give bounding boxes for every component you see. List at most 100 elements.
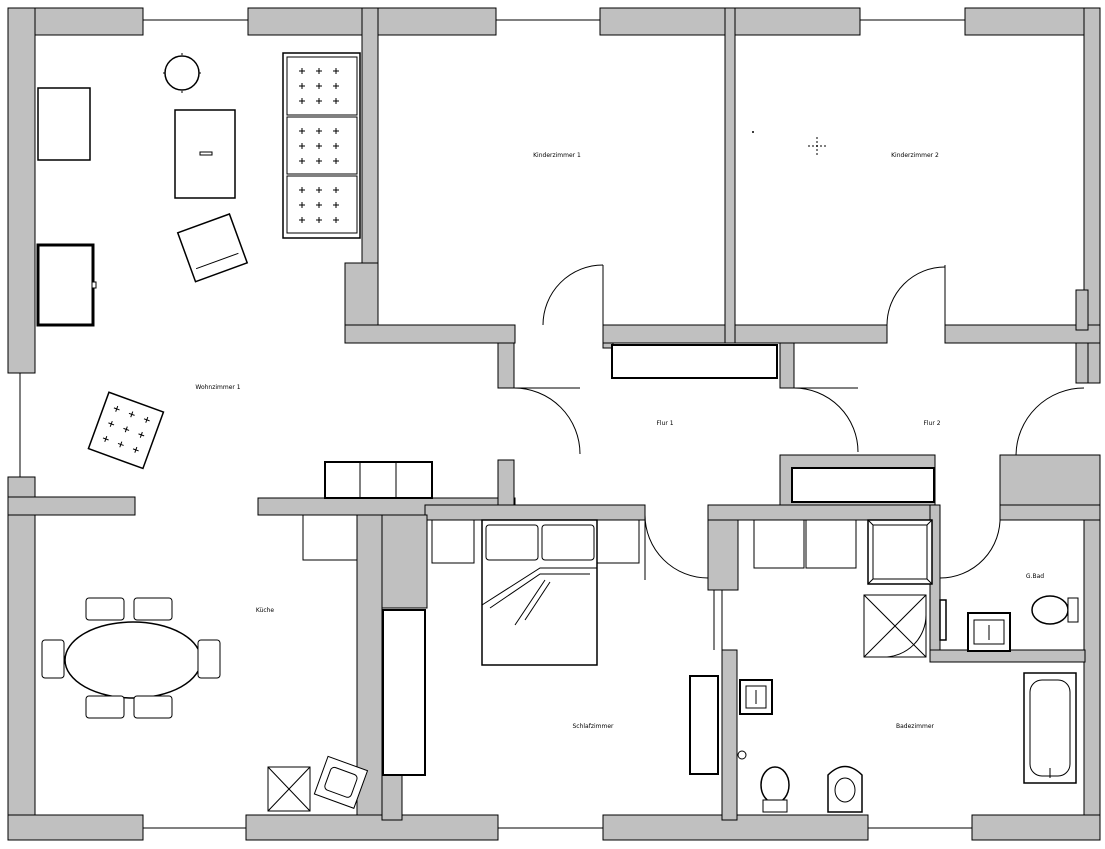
gbad-sink-icon [967,612,1011,652]
cushion-mark [299,83,305,89]
cushion-mark [316,128,322,134]
wardrobe-2 [596,519,640,564]
wall-right-upper [1083,7,1101,384]
kitchen-sink [313,755,369,809]
cushion-mark [333,83,339,89]
bathtub-icon [1023,672,1077,784]
wall-stub-3 [779,342,795,389]
door-right[interactable] [1015,387,1085,456]
bad-shelf [939,599,947,641]
flur2-cabinet [791,467,935,503]
cushion-mark [333,128,339,134]
double-bed [481,519,598,666]
cushion-mark [132,446,139,453]
bidet-icon [827,765,863,813]
cursor-mark [752,131,826,155]
door-schlafzimmer[interactable] [644,514,709,580]
bad-cabinet-1 [753,519,805,569]
label-flur2: Flur 2 [923,420,940,427]
cushion-mark [299,187,305,193]
cushion-mark [333,217,339,223]
cushion-mark [316,158,322,164]
room-labels: Wohnzimmer 1 Kinderzimmer 1 Kinderzimmer… [195,152,1044,730]
cushion-mark [299,68,305,74]
cushion-mark [117,441,124,448]
door-flur2[interactable] [793,387,859,453]
door-flur1[interactable] [513,387,581,455]
label-kinderzimmer1: Kinderzimmer 1 [533,152,581,159]
wall-gbad-top [999,504,1101,521]
cushion-mark [128,411,135,418]
wohnzimmer-furniture [36,52,361,470]
wall-wz-kz1 [361,7,379,264]
armchair-1 [176,213,249,283]
shower-icon [867,519,933,585]
cushion-mark [316,217,322,223]
kitchen-counter-long [382,609,426,776]
cushion-mark [299,217,305,223]
wall-kz2-corner [1075,289,1089,331]
wall-bottom-4 [971,814,1101,841]
doors [513,264,1085,650]
cushion-mark [113,405,120,412]
label-flur1: Flur 1 [656,420,673,427]
cushion-mark [143,416,150,423]
cushion-mark [102,435,109,442]
cushion-mark [333,68,339,74]
kitchen-cabinet [302,514,358,561]
cushion-mark [333,143,339,149]
wall-left-lower [7,476,36,841]
cushion-mark [333,158,339,164]
door-gbad[interactable] [939,514,1001,580]
armchair-2 [87,391,165,470]
cushion-mark [123,426,130,433]
label-kueche: Küche [256,607,275,614]
gbad-furniture [940,595,1079,663]
flur1-cabinet [611,344,778,379]
cushion-mark [299,128,305,134]
wall-stub-4 [1075,342,1089,384]
wall-kz2-bottom-right [944,324,1101,344]
wall-kz2-bottom-left [734,324,888,344]
cushion-mark [299,202,305,208]
wall-stub-1 [497,342,515,389]
cushion-mark [333,202,339,208]
outer-walls [7,7,1101,841]
wall-flur2-right [999,454,1101,506]
kueche-furniture [41,461,433,812]
flur-furniture [611,344,935,503]
schlaf-dresser [689,675,719,775]
wall-bottom-1 [7,814,144,841]
cushion-mark [316,98,322,104]
wall-kueche-schlaf [356,514,383,816]
door-badezimmer[interactable] [708,589,723,650]
toilet-icon [760,766,790,813]
cushion-mark [299,143,305,149]
gbad-toilet-icon [1031,595,1079,625]
wall-bad-top [707,504,939,521]
cushion-mark [316,202,322,208]
cushion-mark [138,431,145,438]
sideboard-1 [37,87,91,161]
door-kz1[interactable] [542,264,604,326]
wall-top-4 [964,7,1101,36]
dining-chairs [41,597,221,719]
sink-icon [739,679,773,715]
badezimmer-furniture [737,519,1077,813]
sideboard-2 [36,243,95,327]
cushion-mark [299,98,305,104]
cushion-mark [316,68,322,74]
wall-central-mid [424,504,646,521]
door-kz2[interactable] [886,265,946,326]
wardrobe-1 [431,519,475,564]
cushion-mark [108,420,115,427]
cushion-mark [316,83,322,89]
label-gbad: G.Bad [1026,573,1044,580]
bad-cabinet-2 [805,519,857,569]
wall-kz1-kz2 [724,7,736,344]
schlafzimmer-furniture [431,519,719,775]
wall-bottom-2 [245,814,499,841]
label-wohnzimmer: Wohnzimmer 1 [195,384,240,391]
label-kinderzimmer2: Kinderzimmer 2 [891,152,939,159]
